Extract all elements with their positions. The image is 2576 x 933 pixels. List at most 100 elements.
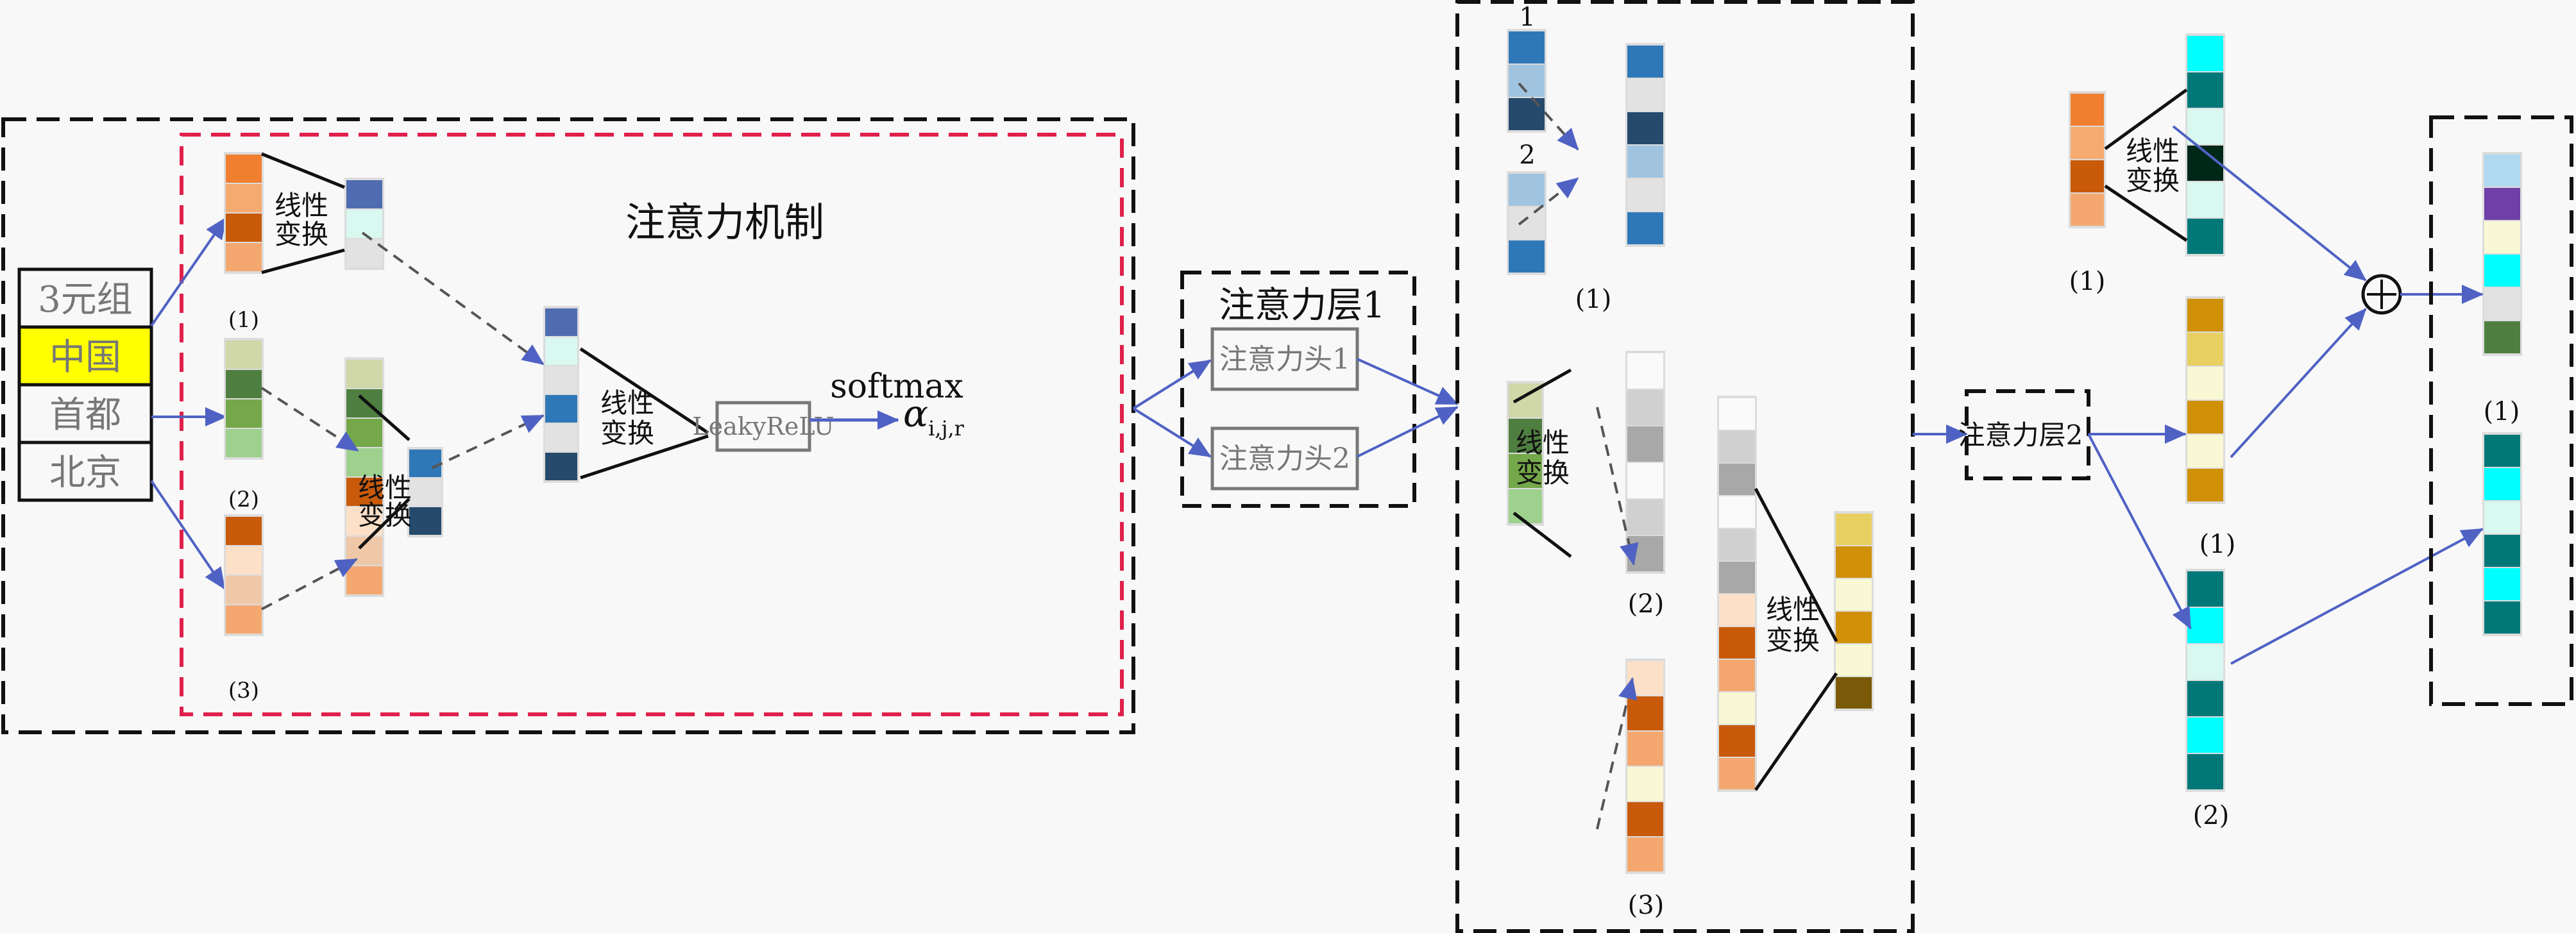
vector-l2-gold-mid-cell [2187,333,2223,366]
triple-header: 3元组 [38,279,133,321]
vector-w23-cell [409,478,441,506]
vector-head-h1-cell [1509,98,1545,130]
vector-head-h1-cell [1509,65,1545,97]
lt6-label-line2: 变换 [2126,165,2180,196]
dashed-arrow-w23-to-concatall [431,414,545,469]
vector-head-gold [1834,511,1874,711]
vector-e3-cell [226,605,262,634]
vector-l2-teal-out-cell [2187,72,2223,108]
vector-l2-teal-mid-cell [2187,754,2223,789]
lt1-label-line1: 线性 [275,190,328,221]
lt4-line-top [1513,368,1572,404]
vector-layer [224,29,2522,874]
triple-row-capital[interactable] [17,383,153,444]
vector-head-big-concat-cell [1719,660,1755,691]
leaky-relu-box[interactable] [715,401,811,452]
lt2-line-bottom [358,498,411,550]
vector-concat-all [543,306,579,483]
lt5-label-line1: 线性 [1766,594,1820,625]
vector-head-orange3-cell [1627,767,1663,801]
vector-head-gold-cell [1836,514,1872,545]
vector-l2-teal-mid-cell [2187,681,2223,716]
vector-head-big-concat-cell [1719,464,1755,495]
vector-head-gray-cell [1627,536,1663,571]
vector-head-concat-cell [1627,212,1663,244]
lt3-line-top [579,347,709,435]
lt1-line-bottom [261,248,345,274]
lt4-label-line2: 变换 [1516,457,1570,489]
lt2-label-line2: 变换 [358,500,412,531]
vector-result-top [2482,152,2522,356]
attention-layer-1-title: 注意力层1 [1219,285,1385,326]
vector-concat23 [344,357,384,597]
attention-layer-1-box [1180,271,1416,508]
vector-head-orange3-cell [1627,732,1663,766]
vector-head-gray-cell [1627,463,1663,498]
vector-result-top-cell [2484,155,2520,187]
vector-head-big-concat-cell [1719,627,1755,659]
head-detail-box [1455,0,1915,933]
vector-e1-cell [226,243,262,271]
vector-head-big-concat [1717,396,1757,792]
outer-box-input [1,117,1135,734]
lt4-line-bottom [1513,512,1572,558]
head-label-2: (2) [1628,589,1665,619]
vector-head-green-cell [1509,489,1542,523]
vector-head-concat [1625,43,1665,247]
vector-result-bottom-cell [2484,468,2520,500]
arrow-teal-to-sum [2172,125,2367,282]
vector-head-orange3-cell [1627,802,1663,836]
vector-l2-gold-mid [2185,296,2225,504]
vector-head-green-cell [1509,419,1542,453]
vector-l2-teal-mid-cell [2187,571,2223,607]
triple-row-beijing[interactable] [17,441,153,502]
vector-l2-teal-mid [2185,569,2225,792]
lt3-line-bottom [580,434,709,480]
vector-l2-gold-mid-cell [2187,435,2223,467]
head-label-1: (1) [1575,285,1612,314]
vector-head-big-concat-cell [1719,693,1755,724]
vector-l2-teal-mid-cell [2187,644,2223,680]
vector-l2-orange-in-cell [2071,94,2104,126]
vector-w1 [344,178,384,270]
triple-row-capital-label: 首都 [49,394,121,436]
arrow-layer2-to-teal [2087,433,2192,630]
lt1-label-line2: 变换 [275,219,328,250]
entity-label-2: (2) [228,487,259,512]
lt3-label-line2: 变换 [600,417,654,449]
vector-head-orange3-cell [1627,837,1663,871]
arrow-to-head-2 [1132,407,1212,458]
vector-e1-cell [226,155,262,183]
vector-e1-cell [226,184,262,212]
head-top-label-2: 2 [1519,140,1535,170]
lt2-line-top [358,394,411,441]
arrow-from-head-1 [1357,358,1459,405]
lt6-label-line1: 线性 [2126,135,2180,167]
alpha-main: α [903,392,928,435]
attention-head-2-label: 注意力头2 [1219,442,1350,475]
vector-head-big-concat-cell [1719,562,1755,593]
vector-result-bottom-cell [2484,535,2520,567]
lt2-label-line1: 线性 [358,472,412,503]
layer2-label-teal: (2) [2193,801,2230,830]
vector-head-orange3 [1625,659,1665,874]
attention-head-2[interactable] [1210,426,1359,491]
vector-l2-teal-out-cell [2187,219,2223,254]
vector-l2-gold-mid-cell [2187,367,2223,399]
lt5-line-bottom [1754,672,1838,791]
vector-result-bottom-cell [2484,501,2520,534]
alpha-subscript: i,j,r [928,416,965,441]
vector-head-gray-cell [1627,426,1663,462]
vector-w1-cell [346,239,382,267]
softmax-label: softmax [830,367,963,406]
vector-l2-teal-out [2185,33,2225,256]
attention-head-1[interactable] [1210,327,1359,391]
vector-result-top-cell [2484,321,2520,353]
arrow-to-head-1 [1132,359,1212,410]
vector-w1-cell [346,180,382,208]
dashed-arrow-h1-to-concat [1518,82,1579,151]
vector-result-bottom-cell [2484,435,2520,467]
vector-e3-cell [226,546,262,575]
arrow-teal-to-result [2230,528,2484,665]
head-label-3: (3) [1628,891,1665,920]
